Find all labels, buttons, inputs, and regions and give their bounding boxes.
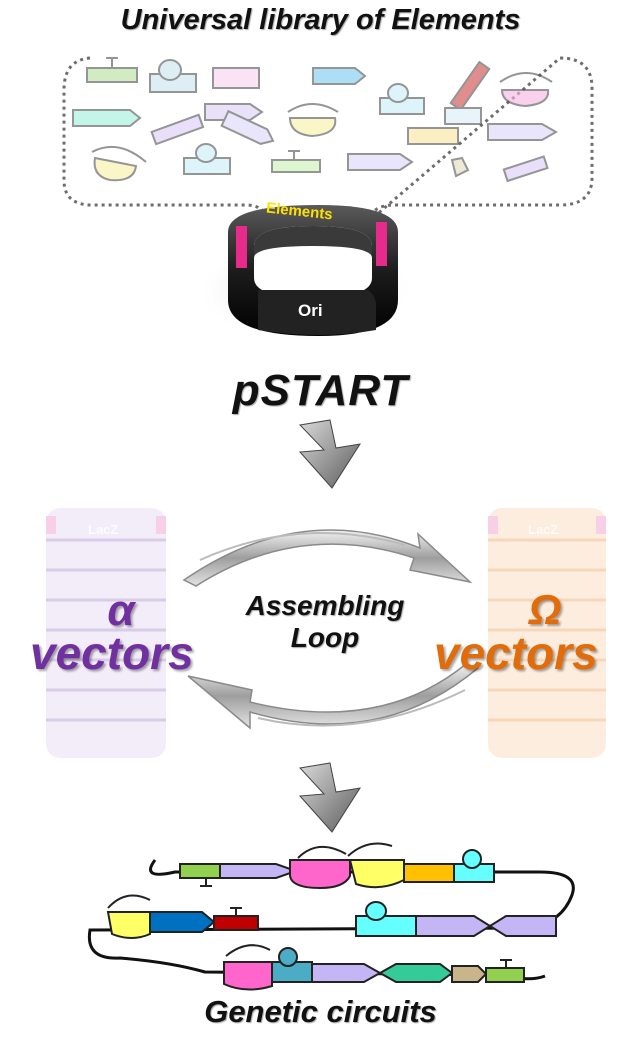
genetic-circuit [87,842,575,991]
library-cds-part [487,123,559,141]
circuit-promoter-part [348,859,405,889]
genetic-circuits-label: Genetic circuits [204,994,437,1029]
library-cds-part [347,153,414,171]
pstart-label: pSTART [232,366,409,415]
circuit-terminator-part [213,915,259,931]
library-cds-part [312,67,367,85]
pstart-plasmid [195,205,415,342]
library-cds-part [407,127,459,145]
library-terminator-part [86,67,138,83]
circuit-promoter-part [106,911,151,939]
omega-vector-stack [488,508,606,758]
alpha-vector-stack [46,508,166,758]
assembling-loop-label: Assembling Loop [200,590,450,654]
alpha-symbol: α [107,586,135,635]
loop-arrow-right [182,529,473,587]
library-terminator-part [150,113,205,146]
circuit-terminator-part [485,967,525,983]
circuit-promoter-part [223,961,273,991]
circuit-cds-part [451,965,488,983]
insert-label: Elements [265,199,333,223]
circuit-cds-part [311,963,383,983]
circuit-cds-part [415,915,492,937]
loop-arrow-left [187,663,480,730]
circuit-cds-part [403,863,455,883]
omega-vectors-label: vectors [434,627,598,679]
circuit-promoter-part [289,859,351,890]
omega-stack-label: LacZ [528,522,558,537]
alpha-stack-label: LacZ [88,522,118,537]
omega-symbol: Ω [528,586,562,633]
ori-label: Ori [298,301,323,320]
assembling-word: Assembling [245,590,405,621]
element-library-cloud [62,56,594,227]
alpha-vectors-label: vectors [30,627,194,679]
library-rbs-part [212,67,260,89]
library-cds-part [220,109,275,145]
circuit-cds-part [488,915,557,937]
circuit-terminator-part [179,863,221,879]
circuit-cds-part [219,863,300,879]
circuit-cds-part [377,963,454,983]
library-promoter-part [500,89,550,108]
circuit-rbs-part [355,915,417,937]
library-cds-part [450,156,470,178]
library-title: Universal library of Elements [120,4,521,36]
library-cds-part [204,103,264,121]
library-promoter-part [93,156,138,182]
library-terminator-part [271,159,321,173]
library-terminator-part [449,60,491,112]
library-terminator-part [502,155,549,183]
down-arrow-icon [298,419,362,489]
library-elements [72,57,559,183]
down-arrow-icon [298,762,362,833]
circuit-cds-part [149,911,216,933]
loop-word: Loop [290,622,360,653]
library-promoter-part [288,117,337,138]
library-cds-part [72,109,142,127]
library-cds-part [444,107,482,125]
